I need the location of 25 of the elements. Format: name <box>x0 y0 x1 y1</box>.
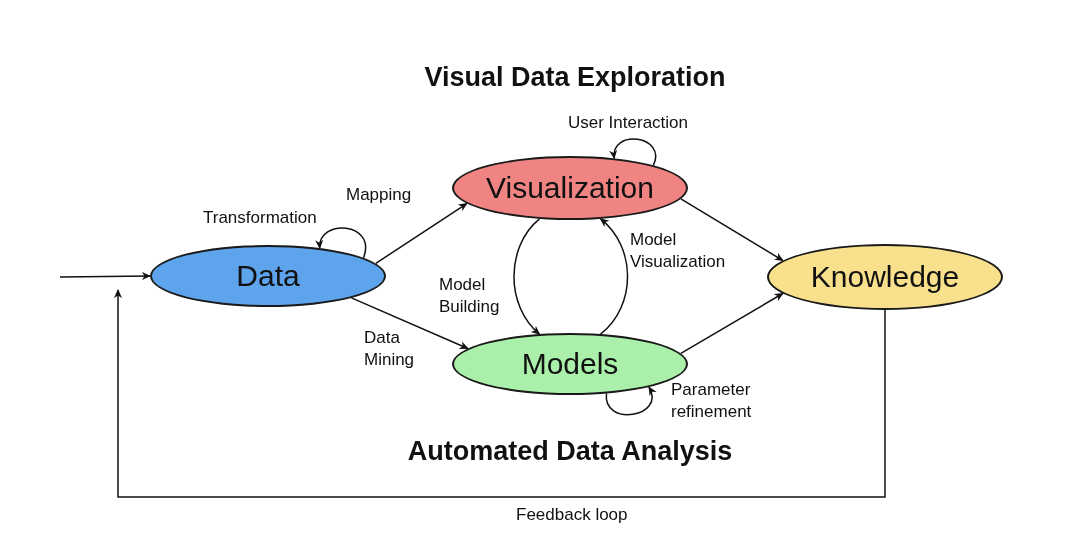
edge-label: Feedback loop <box>515 504 629 526</box>
edge-label: Parameter refinement <box>670 379 753 423</box>
edge-label: Transformation <box>202 207 318 229</box>
loop-arrow <box>316 227 367 259</box>
node-label: Models <box>521 347 619 381</box>
arrow <box>59 272 151 281</box>
arrow <box>350 297 469 350</box>
edge-label: Mapping <box>345 184 413 206</box>
title: Visual Data Exploration <box>424 62 726 93</box>
node-label: Visualization <box>486 171 654 205</box>
arrow <box>680 198 784 262</box>
arrow <box>680 292 784 355</box>
section-heading: Automated Data Analysis <box>407 436 733 467</box>
edge-label: Model Visualization <box>629 229 727 273</box>
arrow <box>375 202 468 265</box>
node-label: Knowledge <box>810 260 960 294</box>
loop-arrow <box>610 138 657 167</box>
edge-label: Data Mining <box>363 327 416 371</box>
arrow <box>599 218 629 335</box>
arrow <box>513 218 541 335</box>
node-label: Data <box>236 259 300 293</box>
edge-label: Model Building <box>438 274 501 318</box>
edge-label: User Interaction <box>567 112 689 134</box>
loop-arrow <box>605 386 656 416</box>
arrow <box>113 289 886 498</box>
